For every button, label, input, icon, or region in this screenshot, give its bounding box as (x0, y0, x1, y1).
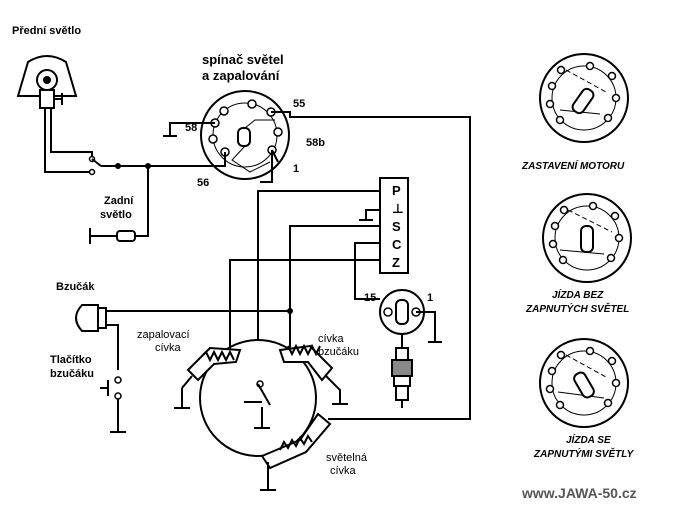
flywheel-magneto (199, 339, 317, 457)
coil-terminal-15: 15 (364, 292, 376, 304)
switch-position-stop (539, 53, 629, 143)
light-coil-winding (260, 412, 332, 470)
light-coil-label-2: cívka (330, 465, 357, 477)
spark-plug-icon (391, 347, 413, 408)
taillight-label-2: světlo (100, 209, 132, 221)
buzzer-button-label-1: Tlačítko (50, 354, 92, 366)
ignition-coil-label-2: cívka (155, 342, 182, 354)
connector-terminal-c: C (392, 237, 402, 252)
switch-terminal-58b: 58b (306, 137, 325, 149)
buzzer-button (100, 376, 122, 400)
buzzer-coil-label-1: cívka (318, 333, 345, 345)
switch-terminal-56: 56 (197, 177, 209, 189)
position-caption-2b: ZAPNUTÝCH SVĚTEL (525, 302, 629, 315)
position-caption-3b: ZAPNUTÝMI SVĚTLY (533, 447, 635, 460)
headlight-label: Přední světlo (12, 25, 81, 37)
connector-terminal-z: Z (392, 255, 400, 270)
ignition-coil-label-1: zapalovací (137, 329, 190, 341)
switch-terminal-55: 55 (293, 98, 305, 110)
buzzer-button-label-2: bzučáku (50, 368, 94, 380)
buzzer-coil-winding (278, 343, 334, 382)
coil-terminal-1: 1 (427, 292, 433, 304)
switch-title-2: a zapalování (202, 68, 280, 83)
headlight (16, 55, 78, 109)
light-ignition-switch (200, 90, 290, 180)
light-coil-label-1: světelná (326, 452, 368, 464)
buzzer-label: Bzučák (56, 281, 95, 293)
switch-terminal-1: 1 (293, 163, 299, 175)
position-caption-2a: JÍZDA BEZ (552, 288, 604, 301)
switch-title-1: spínač světel (202, 52, 284, 67)
buzzer-icon (75, 304, 107, 332)
buzzer-coil-label-2: bzučáku (318, 346, 359, 358)
switch-position-lights-on (539, 338, 629, 428)
connector-terminal-s: S (392, 219, 401, 234)
connector-terminal-ground: ⊥ (392, 201, 404, 216)
connector-block: P ⊥ S C Z (379, 177, 409, 274)
connector-terminal-p: P (392, 183, 401, 198)
taillight-label-1: Zadní (104, 195, 134, 207)
position-caption-1a: ZASTAVENÍ MOTORU (521, 159, 625, 172)
switch-terminal-58: 58 (185, 122, 197, 134)
ignition-coil (379, 289, 425, 335)
switch-position-no-lights (542, 193, 632, 283)
taillight-bulb (116, 230, 136, 242)
watermark: www.JAWA-50.cz (521, 485, 637, 501)
position-caption-3a: JÍZDA SE (566, 433, 611, 446)
ignition-coil-winding (186, 346, 242, 382)
